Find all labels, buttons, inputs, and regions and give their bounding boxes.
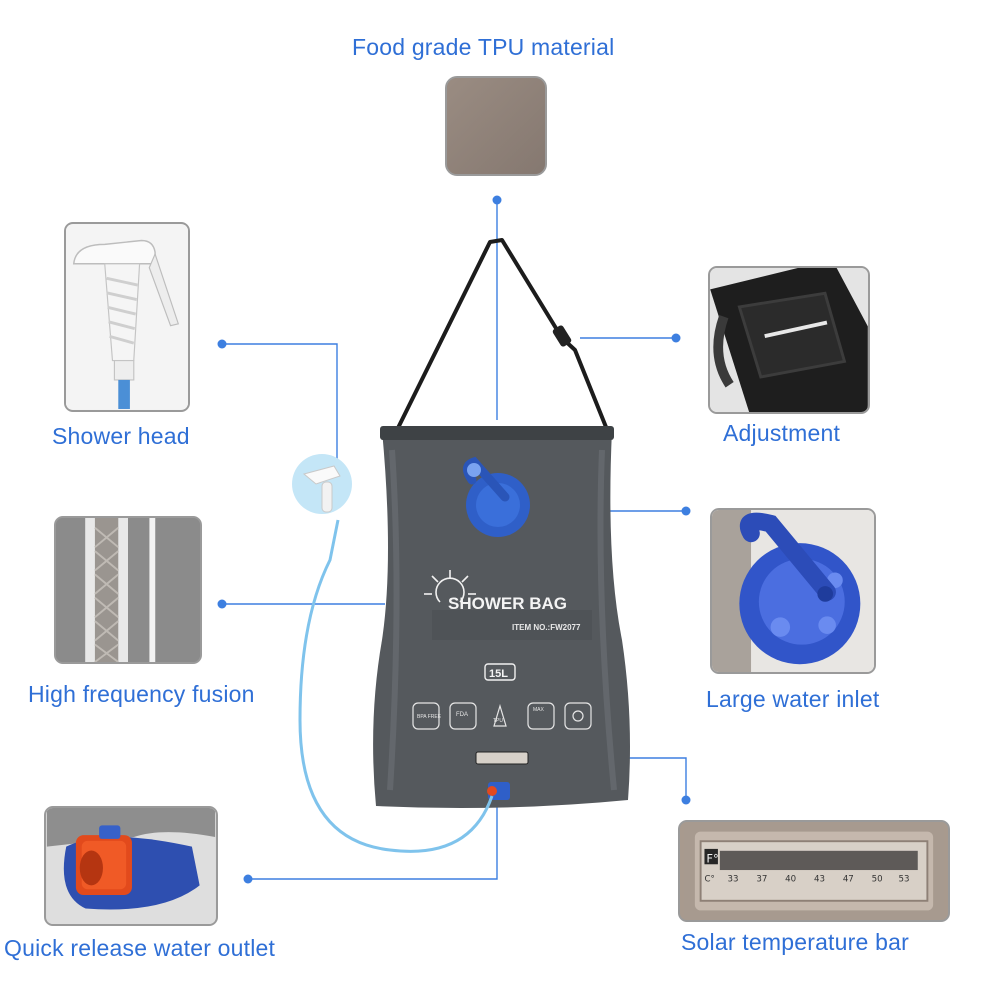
fusion-label: High frequency fusion bbox=[28, 681, 255, 707]
thermometer-tick-0: 33 bbox=[728, 875, 739, 885]
water-hose bbox=[298, 519, 494, 853]
hanging-strap bbox=[394, 238, 610, 433]
bag-title: SHOWER BAG bbox=[448, 594, 567, 613]
temp-bar-dot bbox=[681, 795, 691, 805]
badge-sun-icon bbox=[572, 710, 584, 722]
water-inlet-label: Large water inlet bbox=[706, 686, 880, 712]
badge-sun bbox=[564, 702, 592, 730]
bag-temperature-strip bbox=[475, 751, 529, 765]
strap-buckle-icon bbox=[708, 266, 870, 414]
water-inlet-cap-icon bbox=[710, 508, 876, 674]
water-outlet-dot bbox=[243, 874, 253, 884]
thermometer-tick-1: 37 bbox=[756, 875, 767, 885]
bag-item-number: ITEM NO.:FW2077 bbox=[512, 623, 581, 632]
shower-head-icon bbox=[64, 222, 190, 412]
material-label: Food grade TPU material bbox=[352, 34, 615, 60]
thermometer-strip-icon: F° C° 33 37 40 43 47 50 53 bbox=[678, 820, 950, 922]
thermometer-unit-c: C° bbox=[704, 875, 714, 885]
bag-water-inlet-icon bbox=[463, 456, 530, 537]
bag-top-seam bbox=[380, 426, 614, 440]
badge-bpa-free bbox=[412, 702, 440, 730]
adjustment-dot bbox=[671, 333, 681, 343]
bag-capacity: 15L bbox=[489, 668, 508, 680]
water-outlet-label: Quick release water outlet bbox=[4, 935, 276, 961]
temp-bar-label: Solar temperature bar bbox=[681, 929, 909, 955]
shower-head-dot bbox=[217, 339, 227, 349]
badge-max-label: MAX bbox=[533, 707, 545, 713]
thermometer-unit-f: F° bbox=[706, 851, 718, 865]
badge-tpu bbox=[493, 703, 507, 727]
badge-fda bbox=[449, 702, 477, 730]
thermometer-tick-6: 53 bbox=[899, 875, 910, 885]
material-dot bbox=[492, 195, 502, 205]
water-outlet-valve-icon bbox=[44, 806, 218, 926]
water-outlet-connector bbox=[248, 800, 498, 880]
badge-max bbox=[527, 702, 555, 730]
bag-badges: BPA FREE FDA TPU MAX bbox=[412, 702, 592, 730]
adjustment-label: Adjustment bbox=[723, 420, 841, 446]
shower-head-bubble-icon bbox=[292, 454, 352, 514]
tpu-swatch-icon bbox=[445, 76, 547, 176]
shower-head-connector bbox=[222, 343, 338, 468]
shower-head-label: Shower head bbox=[52, 423, 190, 449]
thermometer-tick-4: 47 bbox=[843, 875, 854, 885]
fusion-dot bbox=[217, 599, 227, 609]
badge-tpu-label: TPU bbox=[493, 718, 503, 724]
badge-bpa-label: BPA FREE bbox=[417, 714, 442, 720]
sun-logo-icon bbox=[424, 570, 476, 603]
thermometer-tick-2: 40 bbox=[785, 875, 796, 885]
thermometer-tick-3: 43 bbox=[814, 875, 825, 885]
badge-fda-label: FDA bbox=[456, 712, 468, 718]
water-inlet-dot bbox=[681, 506, 691, 516]
thermometer-tick-5: 50 bbox=[872, 875, 883, 885]
welded-seam-icon bbox=[54, 516, 202, 664]
